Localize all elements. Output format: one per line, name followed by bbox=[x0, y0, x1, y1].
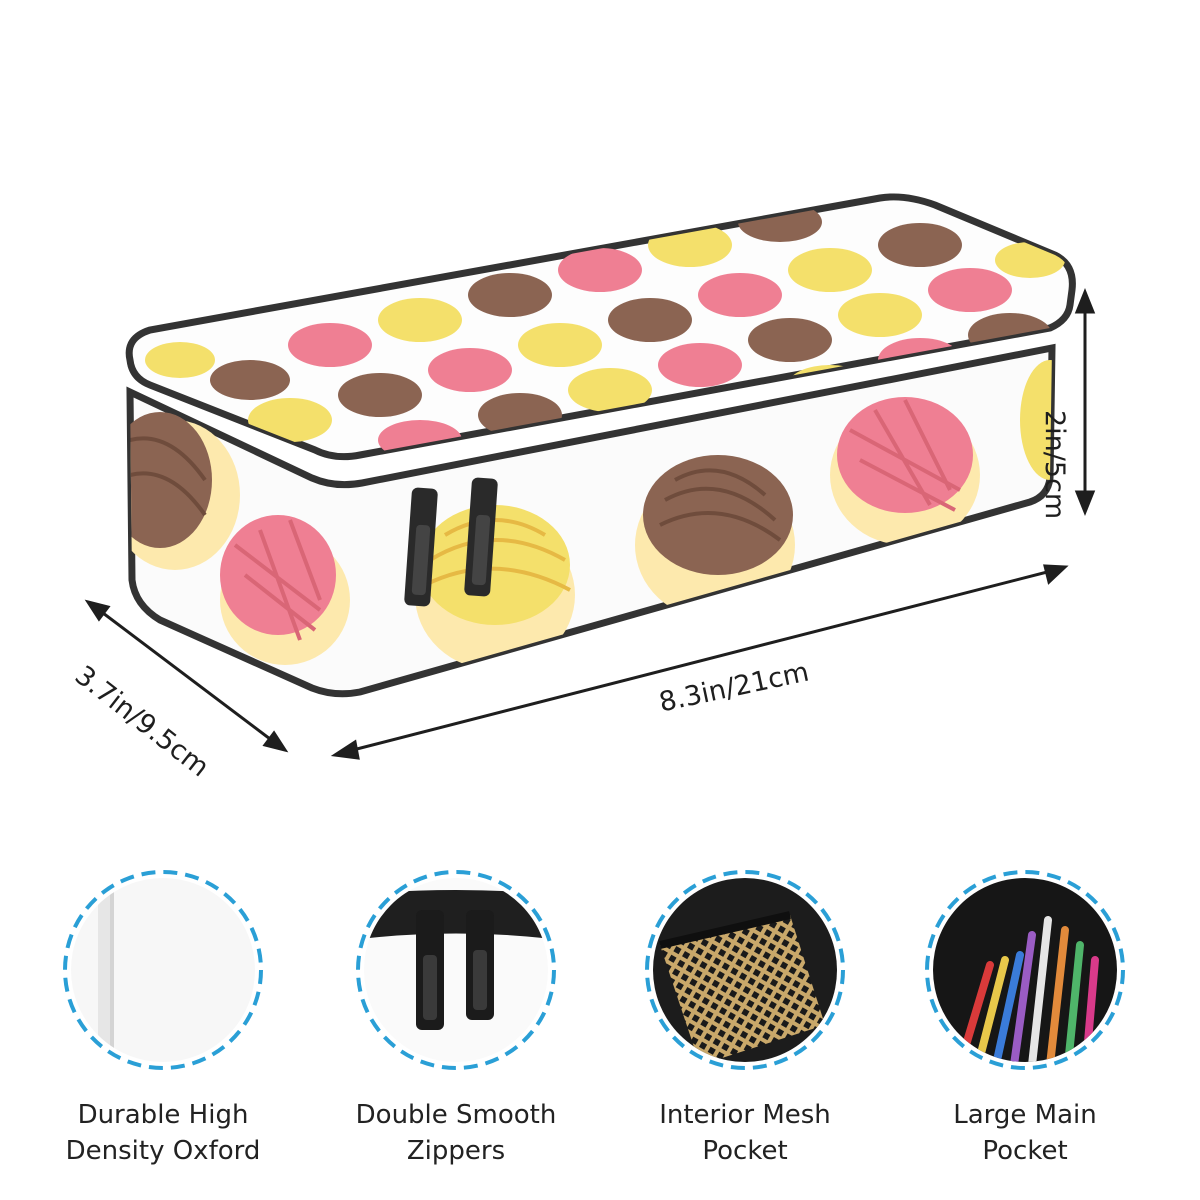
feature-mesh-line1: Interior Mesh bbox=[659, 1100, 831, 1130]
zipper-pulls bbox=[404, 477, 498, 607]
feature-mesh-pocket: Interior Mesh Pocket bbox=[625, 865, 865, 1169]
feature-fabric: Durable High Density Oxford bbox=[43, 865, 283, 1169]
case-front-panel bbox=[126, 343, 1056, 698]
depth-arrow bbox=[94, 605, 279, 747]
pencil-case-product-image bbox=[84, 193, 1096, 760]
feature-large-pocket: Large Main Pocket bbox=[905, 865, 1145, 1169]
feature-zippers: Double Smooth Zippers bbox=[336, 865, 576, 1169]
pens-icon bbox=[925, 870, 1125, 1070]
width-arrow bbox=[344, 568, 1056, 754]
fabric-icon bbox=[63, 870, 263, 1070]
feature-mesh-line2: Pocket bbox=[702, 1136, 788, 1166]
mesh-pocket-icon bbox=[645, 870, 845, 1070]
feature-fabric-line1: Durable High bbox=[77, 1100, 249, 1130]
dimension-height-label: 2in/5cm bbox=[1039, 410, 1070, 520]
feature-fabric-line2: Density Oxford bbox=[65, 1136, 261, 1166]
feature-large-pocket-line1: Large Main bbox=[953, 1100, 1097, 1130]
feature-zippers-line1: Double Smooth bbox=[355, 1100, 557, 1130]
feature-large-pocket-line2: Pocket bbox=[982, 1136, 1068, 1166]
zipper-icon bbox=[356, 870, 556, 1070]
feature-zippers-line2: Zippers bbox=[406, 1136, 506, 1166]
